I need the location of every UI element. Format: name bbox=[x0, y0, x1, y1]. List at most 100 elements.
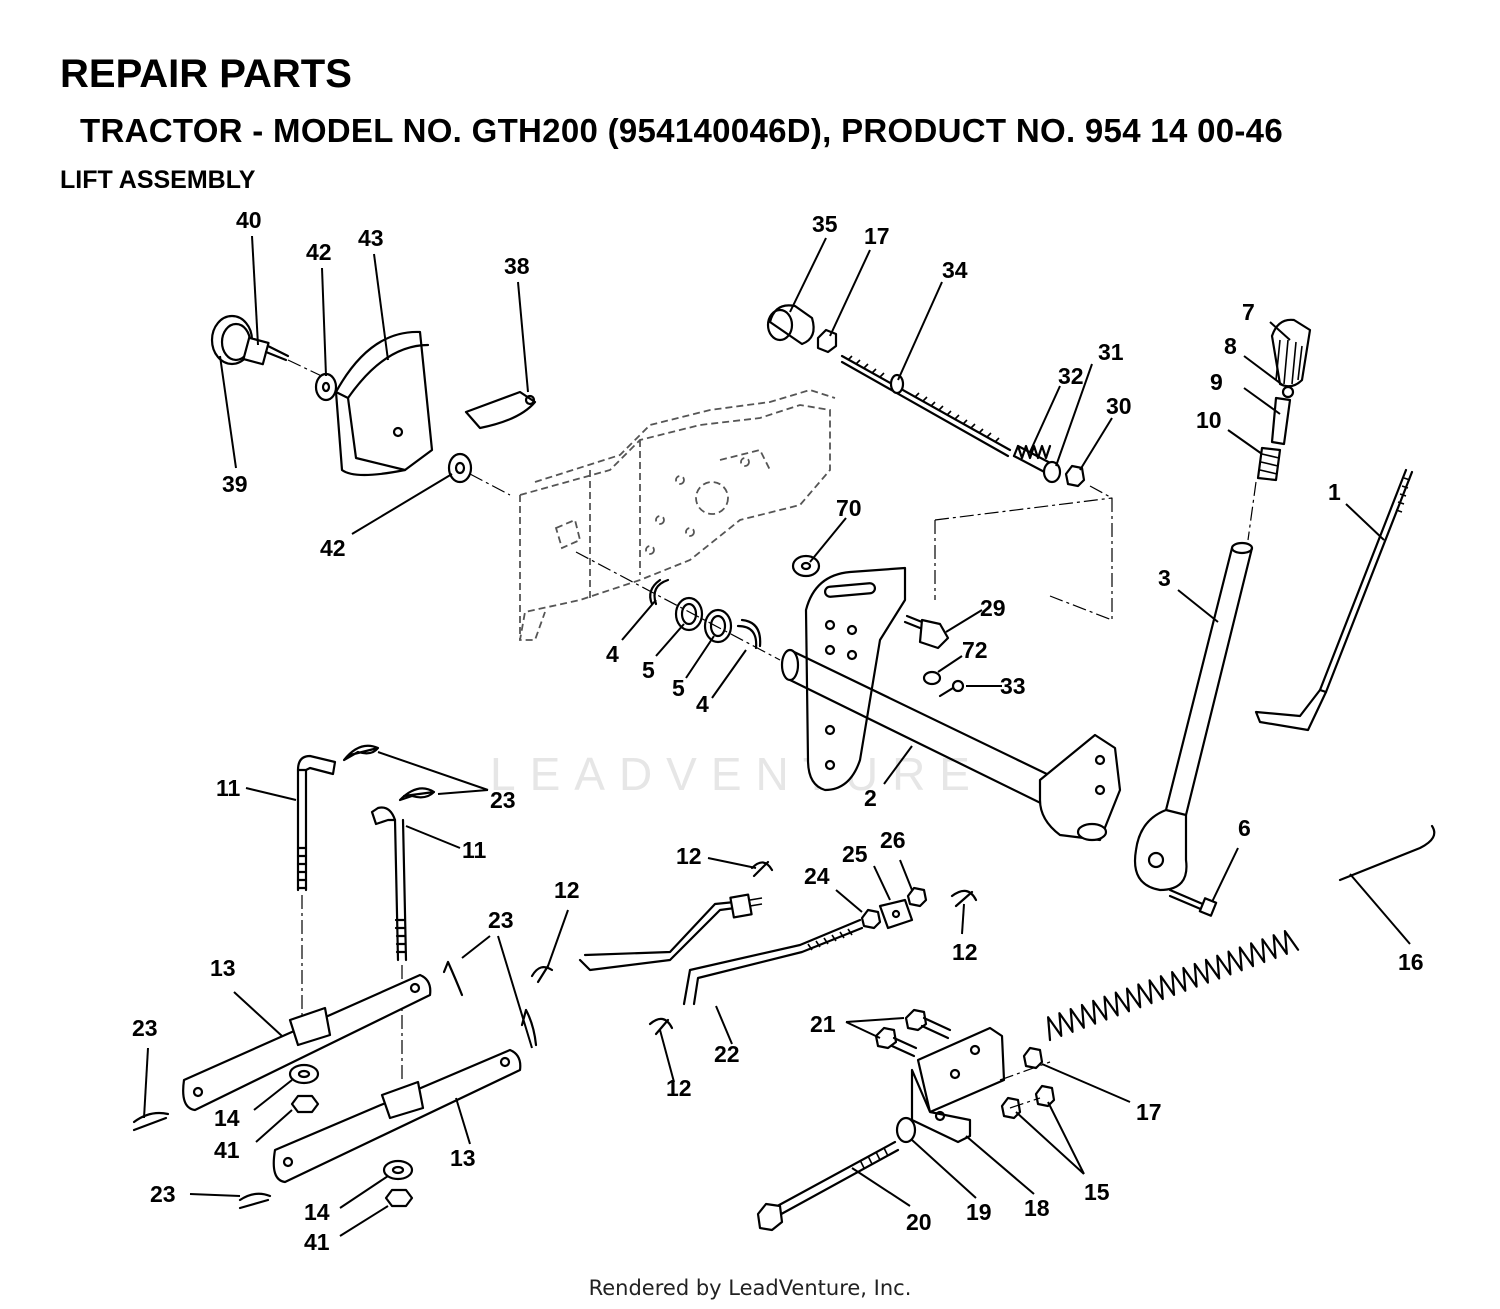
callout-19: 19 bbox=[966, 1199, 992, 1225]
spring-16 bbox=[1047, 824, 1436, 1042]
callout-16: 16 bbox=[1398, 949, 1424, 975]
lift-link-11b bbox=[370, 806, 408, 962]
callout-25: 25 bbox=[842, 841, 868, 867]
callout-33: 33 bbox=[1000, 673, 1026, 699]
spring-bracket-18 bbox=[910, 1026, 1006, 1144]
adjustment-rod-34 bbox=[840, 354, 1012, 458]
leader-lines bbox=[143, 235, 1411, 1237]
callout-38: 38 bbox=[504, 253, 530, 279]
rod-9 bbox=[1270, 396, 1292, 446]
retaining-ring-4a bbox=[649, 578, 670, 606]
callout-11-right: 11 bbox=[462, 837, 487, 863]
ball-8 bbox=[1281, 385, 1295, 399]
frame-outline bbox=[518, 389, 836, 641]
hairpin-23d bbox=[520, 1008, 538, 1047]
knob-35 bbox=[766, 304, 815, 346]
bolt-21a bbox=[904, 1008, 952, 1040]
washer-31 bbox=[1042, 460, 1062, 484]
link-rod-upper bbox=[578, 893, 763, 972]
washer-72 bbox=[922, 670, 942, 686]
callout-14-lower: 14 bbox=[304, 1199, 330, 1225]
decal-38 bbox=[464, 390, 537, 430]
callout-14-upper: 14 bbox=[214, 1105, 240, 1131]
lift-handle-shield bbox=[334, 330, 434, 477]
lift-arm-13a bbox=[182, 973, 432, 1112]
callout-39: 39 bbox=[222, 471, 248, 497]
washer-42-lower bbox=[447, 452, 511, 496]
watermark: LEADVENTURE bbox=[490, 748, 984, 800]
nut-26 bbox=[906, 886, 928, 908]
nut-41a bbox=[290, 1094, 320, 1114]
callout-23-left: 23 bbox=[132, 1015, 158, 1041]
bearing-5b bbox=[703, 608, 733, 644]
clip-12d bbox=[648, 1017, 674, 1036]
hairpin-23f bbox=[238, 1192, 272, 1210]
section-heading: LIFT ASSEMBLY bbox=[60, 166, 256, 194]
callout-12-left: 12 bbox=[554, 877, 580, 903]
lift-shaft-2 bbox=[780, 566, 1122, 842]
callout-41-lower: 41 bbox=[304, 1229, 330, 1255]
washer-14a bbox=[288, 1063, 320, 1085]
lift-rod-1 bbox=[1254, 468, 1414, 732]
callout-10: 10 bbox=[1196, 407, 1222, 433]
clip-12b bbox=[530, 964, 554, 984]
hairpin-23e bbox=[132, 1111, 170, 1132]
clip-12a bbox=[750, 860, 774, 878]
callout-15: 15 bbox=[1084, 1179, 1110, 1205]
callout-labels: 40 42 43 38 39 42 35 17 34 32 31 30 7 8 … bbox=[132, 207, 1424, 1255]
callout-7: 7 bbox=[1242, 299, 1255, 325]
callout-5-right: 5 bbox=[672, 675, 685, 701]
callout-23-top: 23 bbox=[490, 787, 516, 813]
callout-24: 24 bbox=[804, 863, 830, 889]
bearing-5b-bore bbox=[709, 614, 727, 638]
ferrule-25 bbox=[878, 898, 914, 930]
footer-credit: Rendered by LeadVenture, Inc. bbox=[588, 1276, 912, 1300]
callout-5-left: 5 bbox=[642, 657, 655, 683]
callout-21: 21 bbox=[810, 1011, 836, 1037]
bearing-centerline bbox=[575, 551, 781, 661]
callout-11-left: 11 bbox=[216, 775, 241, 801]
callout-29: 29 bbox=[980, 595, 1006, 621]
callout-31: 31 bbox=[1098, 339, 1124, 365]
callout-40: 40 bbox=[236, 207, 262, 233]
callout-43: 43 bbox=[358, 225, 384, 251]
trunnion-29 bbox=[903, 614, 950, 650]
clip-12c bbox=[950, 889, 978, 908]
retaining-ring-4b bbox=[736, 618, 762, 650]
nut-24 bbox=[860, 908, 882, 930]
callout-22: 22 bbox=[714, 1041, 740, 1067]
callout-42-upper: 42 bbox=[306, 239, 332, 265]
callout-23-bottom: 23 bbox=[150, 1181, 176, 1207]
page-title: REPAIR PARTS bbox=[60, 52, 352, 96]
callout-41-upper: 41 bbox=[214, 1137, 240, 1163]
callout-20: 20 bbox=[906, 1209, 932, 1235]
callout-4-right: 4 bbox=[696, 691, 709, 717]
hairpin-23a bbox=[342, 744, 380, 762]
shoulder-bolt-40 bbox=[242, 336, 331, 381]
callout-3: 3 bbox=[1158, 565, 1171, 591]
callout-12-top: 12 bbox=[676, 843, 702, 869]
callout-42-lower: 42 bbox=[320, 535, 346, 561]
bolt-21b bbox=[874, 1026, 918, 1058]
callout-9: 9 bbox=[1210, 369, 1223, 395]
hairpin-23c bbox=[442, 960, 464, 997]
bearing-5a bbox=[674, 596, 704, 632]
callout-72: 72 bbox=[962, 637, 988, 663]
eyebolt-33 bbox=[938, 679, 965, 698]
grip-7 bbox=[1270, 318, 1312, 388]
rod-centerline bbox=[934, 485, 1113, 621]
lift-handle-3 bbox=[1133, 541, 1254, 892]
lift-arm-13b bbox=[272, 1048, 522, 1184]
callout-35: 35 bbox=[812, 211, 838, 237]
callout-18: 18 bbox=[1024, 1195, 1050, 1221]
callout-1: 1 bbox=[1328, 479, 1341, 505]
callout-13-lower: 13 bbox=[450, 1145, 476, 1171]
hairpin-23b bbox=[398, 787, 436, 802]
washer-19 bbox=[895, 1116, 917, 1144]
callout-70: 70 bbox=[836, 495, 862, 521]
nut-30 bbox=[1064, 464, 1086, 488]
bolt-6 bbox=[1168, 888, 1218, 917]
callout-23-middle: 23 bbox=[488, 907, 514, 933]
bolt-20 bbox=[756, 1140, 900, 1232]
nut-41b bbox=[384, 1188, 414, 1208]
